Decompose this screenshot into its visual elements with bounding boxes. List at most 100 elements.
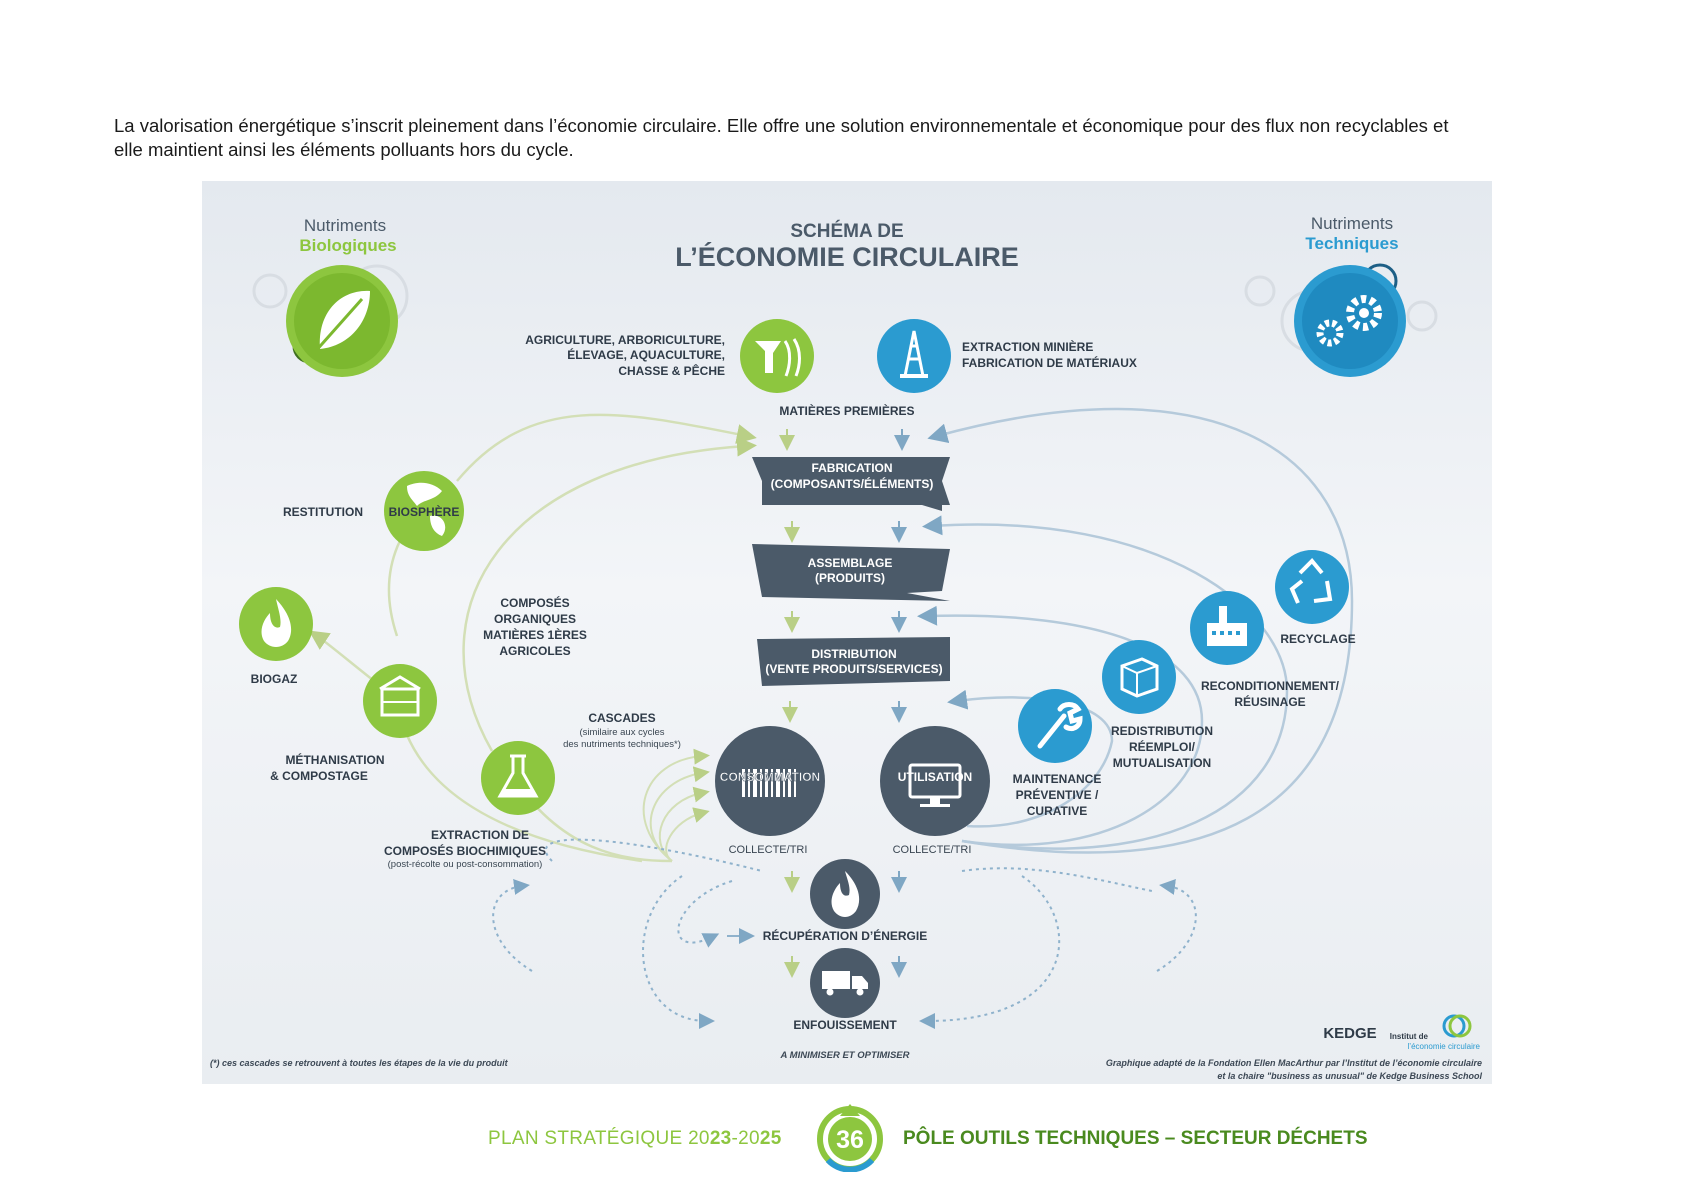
restitution-arrow bbox=[456, 413, 757, 482]
recycling-loop-arrow bbox=[927, 407, 1354, 854]
kedge-logo: KEDGE bbox=[1323, 1025, 1376, 1042]
cascades-title: CASCADES bbox=[588, 711, 655, 725]
intro-line-2: elle maintient ainsi les éléments pollua… bbox=[114, 139, 574, 160]
redistrib-line3: MUTUALISATION bbox=[1113, 756, 1211, 770]
mining-tower-icon bbox=[877, 319, 951, 393]
maint-line1: MAINTENANCE bbox=[1013, 772, 1102, 786]
right-dotted-return bbox=[1156, 879, 1197, 972]
maint-line2: PRÉVENTIVE / bbox=[1016, 787, 1099, 802]
institut-logo: Institut de l’économie circulaire bbox=[1390, 1014, 1481, 1051]
footnote: (*) ces cascades se retrouvent à toutes … bbox=[210, 1058, 509, 1068]
agri-label-line3: CHASSE & PÊCHE bbox=[618, 363, 725, 378]
composes-line3: MATIÈRES 1ÈRES bbox=[483, 627, 587, 642]
credit-line2: et la chaire "business as unusual" de Ke… bbox=[1217, 1071, 1482, 1081]
landfill-label: ENFOUISSEMENT bbox=[793, 1018, 897, 1032]
maintenance-loop-arrow bbox=[947, 689, 1114, 828]
collecte-left-label: COLLECTE/TRI bbox=[729, 844, 808, 856]
section-title: PÔLE OUTILS TECHNIQUES – SECTEUR DÉCHETS bbox=[903, 1128, 1368, 1149]
left-dotted-return bbox=[492, 879, 533, 972]
diagram-title-line1: SCHÉMA DE bbox=[790, 220, 903, 242]
diagram-canvas: SCHÉMA DE L’ÉCONOMIE CIRCULAIRE Nutrimen… bbox=[210, 214, 1482, 1081]
wrench-icon bbox=[1018, 689, 1092, 763]
landfill-dotted-left bbox=[642, 875, 715, 1029]
energy-recovery-label: RÉCUPÉRATION D’ÉNERGIE bbox=[763, 928, 927, 943]
redistrib-line1: REDISTRIBUTION bbox=[1111, 724, 1213, 738]
minimise-label: A MINIMISER ET OPTIMISER bbox=[780, 1050, 910, 1061]
gears-icon bbox=[1294, 263, 1406, 377]
recond-line1: RECONDITIONNEMENT/ bbox=[1201, 679, 1340, 693]
monitor-icon bbox=[880, 726, 990, 836]
factory-icon bbox=[1190, 591, 1264, 665]
intro-paragraph: La valorisation énergétique s’inscrit pl… bbox=[114, 114, 1594, 162]
cascade-arrow-3 bbox=[658, 786, 710, 862]
extraction-line2: COMPOSÉS BIOCHIMIQUES bbox=[384, 843, 546, 858]
plan-title-mid: -20 bbox=[731, 1128, 760, 1149]
plan-year-start: 23 bbox=[709, 1128, 732, 1149]
flame-icon bbox=[239, 587, 313, 661]
barcode-icon bbox=[715, 726, 825, 836]
fabrication-line1: FABRICATION bbox=[811, 461, 892, 475]
plan-year-end: 25 bbox=[759, 1128, 782, 1149]
energy-flame-icon bbox=[810, 859, 880, 929]
utilisation-label: UTILISATION bbox=[898, 770, 972, 784]
institut-logo-line2: l’économie circulaire bbox=[1408, 1042, 1481, 1051]
plan-title: PLAN STRATÉGIQUE 2023-2025 bbox=[488, 1128, 788, 1168]
circular-economy-diagram: SCHÉMA DE L’ÉCONOMIE CIRCULAIRE Nutrimen… bbox=[202, 181, 1492, 1084]
consommation-label: CONSOMMATION bbox=[720, 770, 820, 784]
recond-line2: RÉUSINAGE bbox=[1234, 694, 1305, 709]
mining-label-line1: EXTRACTION MINIÈRE bbox=[962, 339, 1093, 354]
plan-title-prefix: PLAN STRATÉGIQUE 20 bbox=[488, 1128, 710, 1149]
biosphere-label: BIOSPHÈRE bbox=[389, 504, 460, 519]
assembly-banner: ASSEMBLAGE (PRODUITS) bbox=[752, 544, 950, 601]
leaf-icon bbox=[286, 265, 398, 377]
bio-label-line1: Nutriments bbox=[304, 216, 386, 235]
agriculture-icon bbox=[740, 319, 814, 393]
diagram-title-line2: L’ÉCONOMIE CIRCULAIRE bbox=[675, 241, 1019, 272]
distribution-line1: DISTRIBUTION bbox=[811, 647, 896, 661]
restitution-label: RESTITUTION bbox=[283, 505, 363, 519]
mining-label-line2: FABRICATION DE MATÉRIAUX bbox=[962, 355, 1137, 370]
vertical-flow-arrows bbox=[727, 429, 910, 978]
tech-label-line1: Nutriments bbox=[1311, 214, 1393, 233]
extraction-note: (post-récolte ou post-consommation) bbox=[388, 859, 543, 870]
reconditioning-loop-arrow bbox=[922, 515, 1289, 850]
agri-label-line2: ÉLEVAGE, AQUACULTURE, bbox=[567, 347, 725, 362]
fabrication-line2: (COMPOSANTS/ÉLÉMENTS) bbox=[771, 476, 934, 491]
composes-line1: COMPOSÉS bbox=[500, 595, 569, 610]
compost-icon bbox=[363, 664, 437, 738]
energy-dotted-1 bbox=[544, 838, 763, 872]
tech-label-line2: Techniques bbox=[1305, 234, 1398, 253]
composes-line4: AGRICOLES bbox=[499, 644, 570, 658]
truck-icon bbox=[810, 948, 880, 1018]
recycle-icon bbox=[1275, 550, 1349, 624]
methanisation-line1: MÉTHANISATION bbox=[285, 752, 384, 767]
bio-label-line2: Biologiques bbox=[299, 236, 396, 255]
credit-line1: Graphique adapté de la Fondation Ellen M… bbox=[1106, 1058, 1482, 1068]
page-number: 36 bbox=[836, 1126, 864, 1154]
cascade-arrow-2 bbox=[649, 766, 710, 862]
maint-line3: CURATIVE bbox=[1027, 804, 1087, 818]
page-number-badge: 36 bbox=[817, 1104, 883, 1172]
globe-icon bbox=[384, 471, 464, 551]
redistrib-line2: RÉEMPLOI/ bbox=[1129, 739, 1196, 754]
fabrication-banner: FABRICATION (COMPOSANTS/ÉLÉMENTS) bbox=[752, 457, 950, 511]
organic-compounds-arrow bbox=[462, 436, 757, 752]
energy-dotted-2 bbox=[677, 880, 733, 948]
extraction-line1: EXTRACTION DE bbox=[431, 828, 529, 842]
assembly-line2: (PRODUITS) bbox=[815, 571, 885, 585]
distribution-banner: DISTRIBUTION (VENTE PRODUITS/SERVICES) bbox=[757, 637, 950, 686]
distribution-line2: (VENTE PRODUITS/SERVICES) bbox=[765, 662, 942, 676]
raw-materials-label: MATIÈRES PREMIÈRES bbox=[779, 403, 914, 418]
landfill-dotted-right bbox=[919, 875, 1061, 1029]
recyclage-label: RECYCLAGE bbox=[1280, 632, 1355, 646]
flask-icon bbox=[481, 741, 555, 815]
redistribution-loop-arrow bbox=[917, 605, 1204, 846]
collecte-right-label: COLLECTE/TRI bbox=[893, 844, 972, 856]
box-icon bbox=[1102, 640, 1176, 714]
biogaz-label: BIOGAZ bbox=[251, 672, 298, 686]
assembly-line1: ASSEMBLAGE bbox=[808, 556, 893, 570]
cascades-note-line1: (similaire aux cycles bbox=[580, 727, 665, 738]
institut-logo-line1: Institut de bbox=[1390, 1032, 1429, 1041]
agri-label-line1: AGRICULTURE, ARBORICULTURE, bbox=[525, 333, 725, 347]
cascade-arrow-4 bbox=[665, 807, 710, 862]
